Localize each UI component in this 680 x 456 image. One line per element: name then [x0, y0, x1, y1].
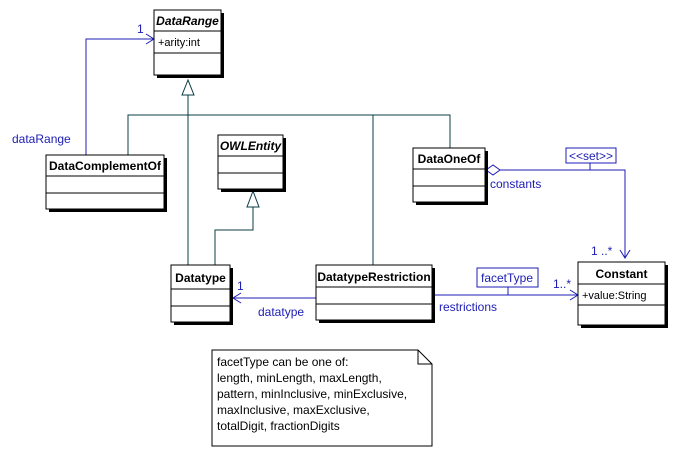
role-restrictions: restrictions — [439, 300, 497, 314]
class-datatyperestriction[interactable]: DatatypeRestriction — [315, 264, 435, 323]
note-line-2: length, minLength, maxLength, — [217, 371, 382, 385]
class-name-datacomplementof: DataComplementOf — [49, 159, 162, 173]
class-datacomplementof[interactable]: DataComplementOf — [45, 154, 167, 212]
assoc-restrictions: facetType restrictions 1..* — [432, 267, 579, 314]
mult-datarange: 1 — [137, 22, 144, 36]
gen-arrowhead-datarange — [181, 78, 195, 96]
generalization-to-datarange — [127, 78, 451, 270]
class-dataoneof[interactable]: DataOneOf — [412, 147, 488, 205]
note-line-3: pattern, minInclusive, minExclusive, — [217, 387, 407, 401]
gen-line-bus — [127, 114, 451, 155]
facettype-qualifier: facetType — [481, 271, 533, 285]
note-line-5: totalDigit, fractionDigits — [217, 419, 340, 433]
assoc-arrow-constants — [619, 249, 631, 259]
set-stereotype: <<set>> — [569, 149, 613, 163]
role-datarange: dataRange — [12, 132, 71, 146]
assoc-datatype: 1 datatype — [232, 279, 316, 319]
assoc-line-datarange — [85, 38, 154, 155]
mult-datatype: 1 — [237, 279, 244, 293]
mult-constants: 1 ..* — [591, 244, 613, 258]
mult-restrictions: 1..* — [553, 277, 571, 291]
note-fold — [417, 350, 432, 365]
attr-arity: +arity:int — [158, 37, 200, 49]
class-name-owlentity: OWLEntity — [220, 139, 283, 153]
class-datarange[interactable]: DataRange +arity:int — [153, 9, 224, 78]
gen-line-owlentity — [214, 207, 254, 265]
aggregation-diamond — [485, 164, 501, 176]
note-line-1: facetType can be one of: — [217, 355, 348, 369]
class-name-datarange: DataRange — [156, 14, 219, 28]
assoc-datarange: 1 dataRange — [12, 22, 155, 155]
attr-value: +value:String — [582, 290, 647, 302]
facettype-qualifier-box — [476, 267, 539, 288]
class-name-constant: Constant — [596, 267, 648, 281]
class-name-datatype: Datatype — [175, 271, 226, 285]
role-datatype: datatype — [258, 305, 304, 319]
set-stereotype-box — [565, 147, 617, 164]
class-constant[interactable]: Constant +value:String — [577, 261, 668, 328]
role-constants: constants — [490, 177, 541, 191]
class-datatype[interactable]: Datatype — [170, 264, 233, 325]
class-name-dataoneof: DataOneOf — [418, 152, 482, 166]
facettype-note: facetType can be one of: length, minLeng… — [211, 349, 433, 447]
note-line-4: maxInclusive, maxExclusive, — [217, 403, 370, 417]
assoc-line-constants — [500, 169, 626, 258]
generalization-to-owlentity — [214, 189, 260, 265]
note-body — [211, 349, 433, 447]
class-name-datatyperestriction: DatatypeRestriction — [317, 270, 430, 284]
class-owlentity[interactable]: OWLEntity — [217, 134, 286, 192]
gen-arrowhead-owlentity — [246, 189, 260, 208]
assoc-constants: <<set>> constants 1 ..* — [485, 147, 631, 259]
